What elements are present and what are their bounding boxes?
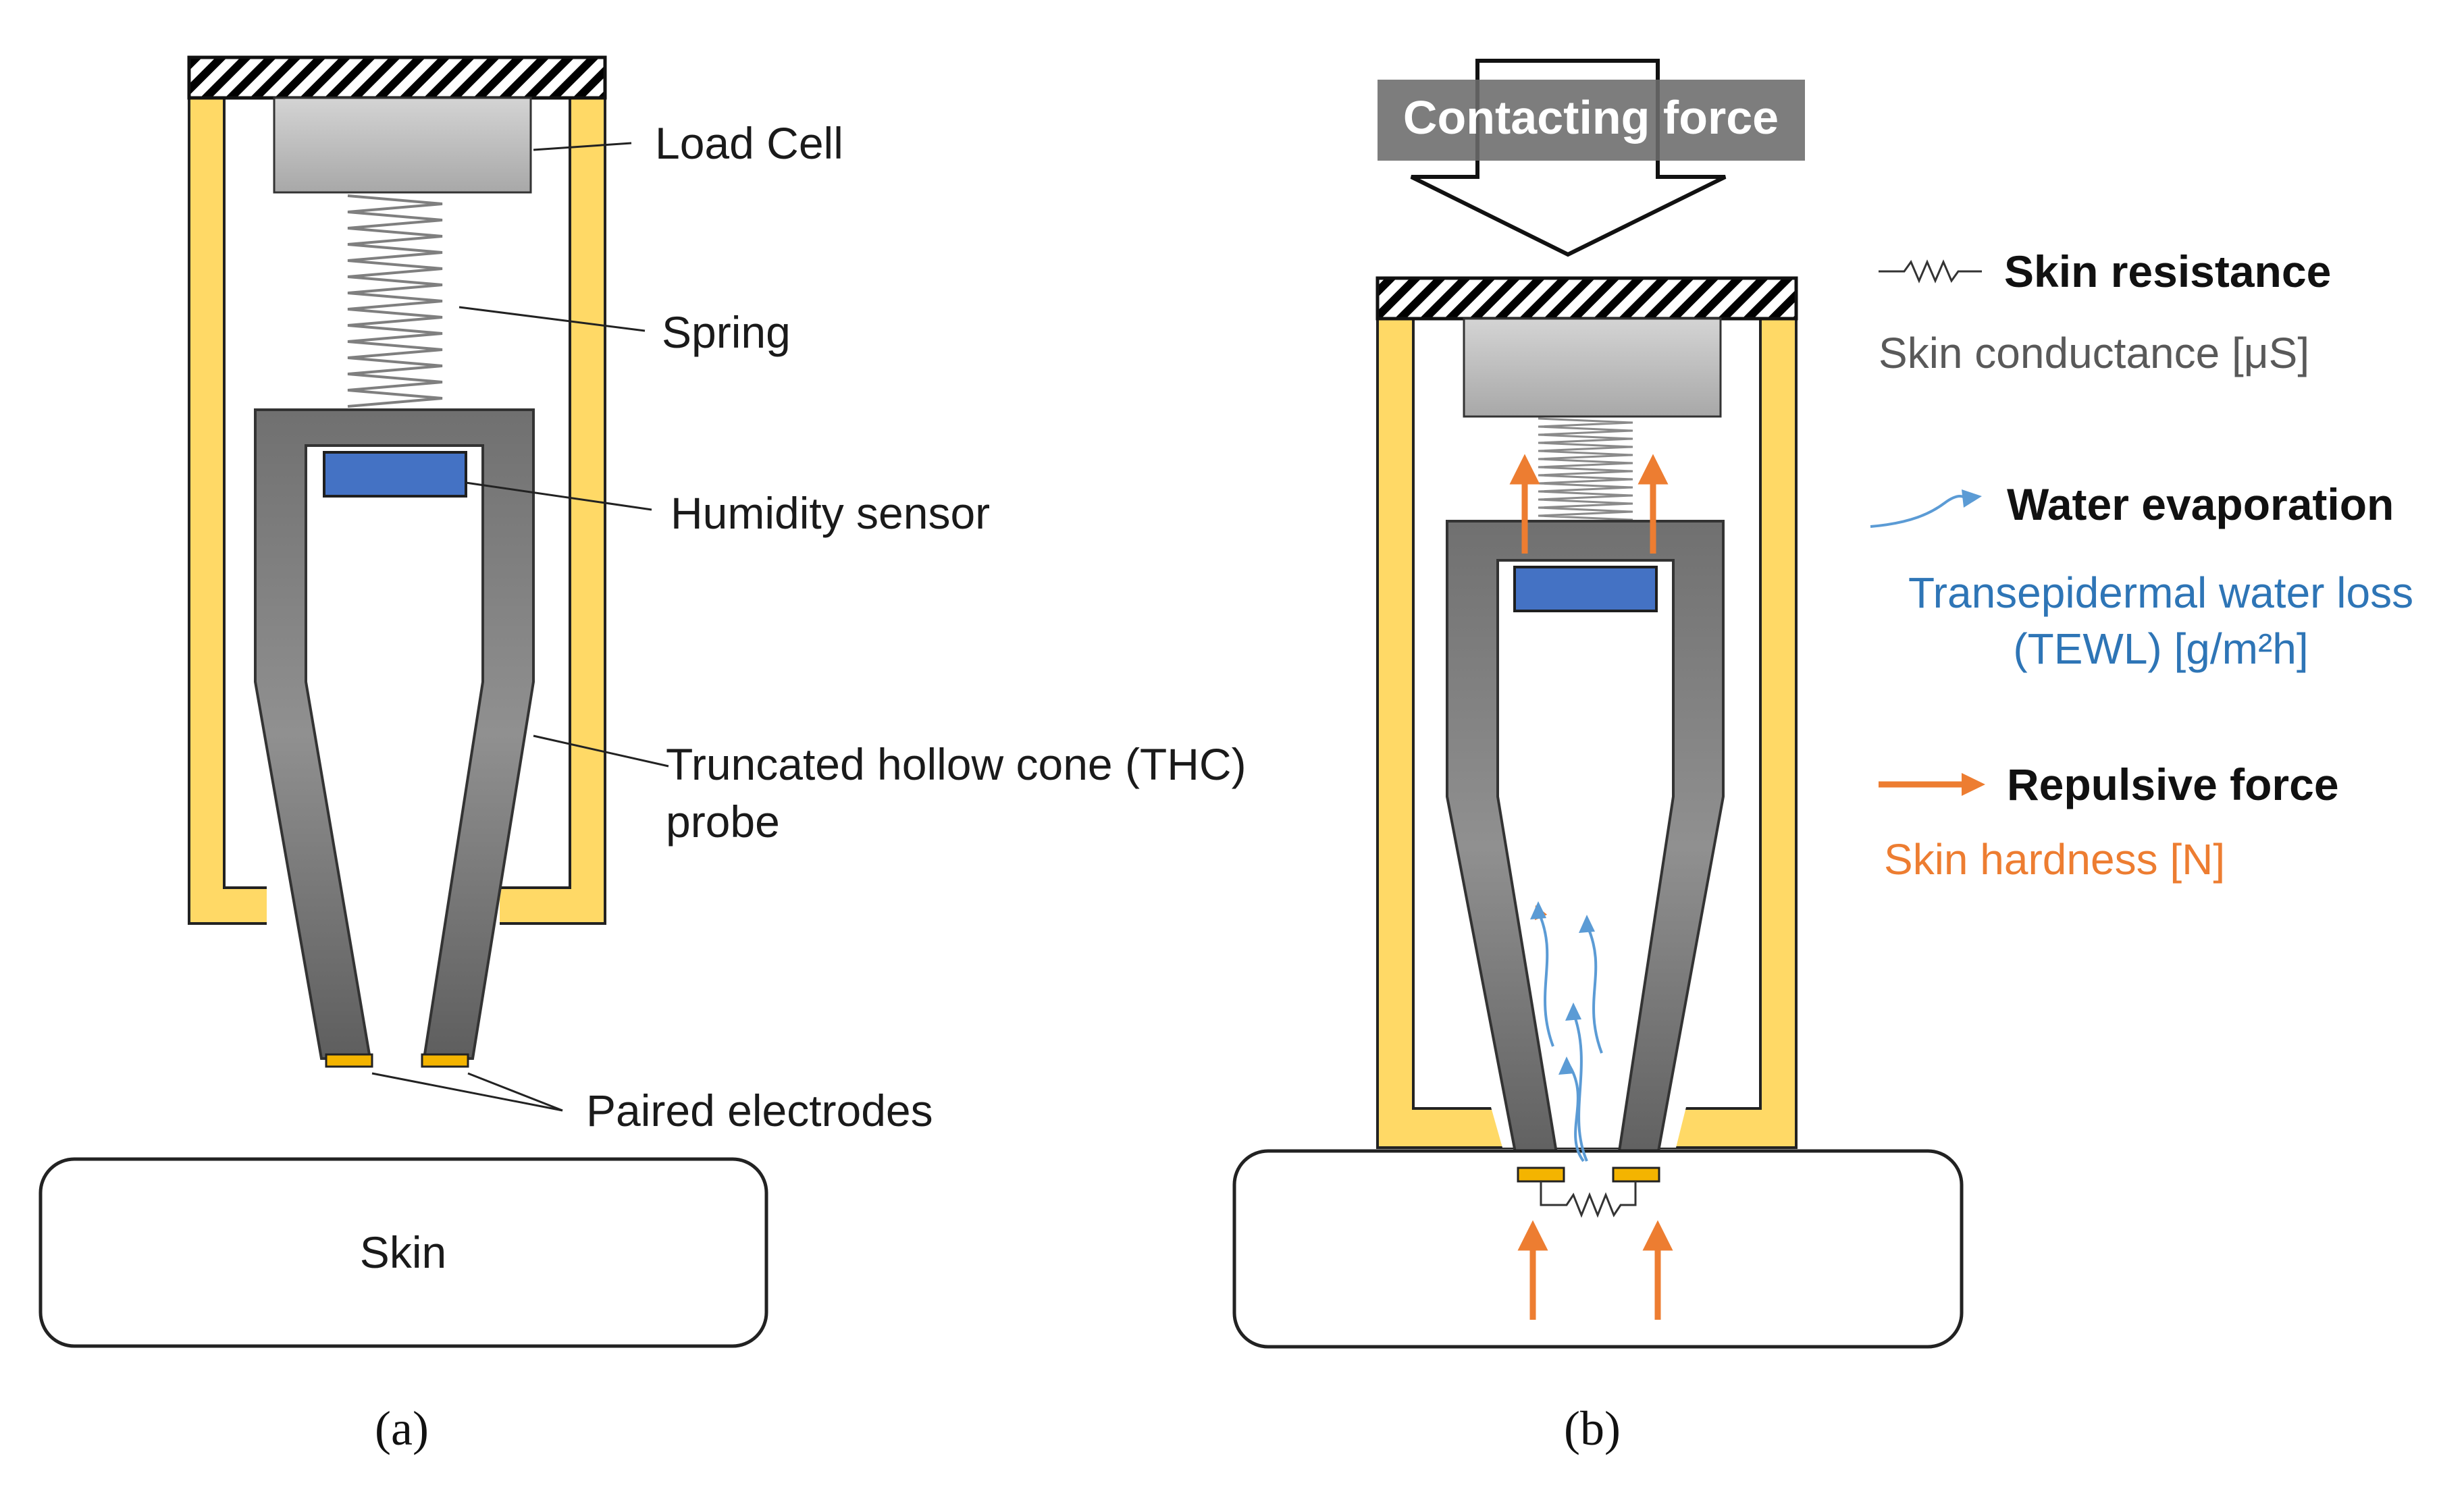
evap-arrow-1 xyxy=(1535,905,1554,1047)
legend-water-evaporation-subtitle-1: Transepidermal water loss xyxy=(1908,568,2413,617)
caption-b: (b) xyxy=(1564,1401,1621,1455)
humidity-sensor-a xyxy=(323,451,467,498)
electrode-left-a xyxy=(325,1053,373,1068)
wavy-arrow-icon xyxy=(1870,495,1966,528)
thc-label-line2: probe xyxy=(666,797,780,847)
load-cell-b xyxy=(1463,317,1722,418)
leader-lines-a xyxy=(371,142,669,1112)
evap-arrowheads xyxy=(1530,901,1595,1075)
repulsive-force-arrows xyxy=(1509,454,1673,1320)
legend-repulsive-force-subtitle: Skin hardness [N] xyxy=(1884,835,2225,884)
orange-arrow-head xyxy=(1962,773,1985,796)
caption-a: (a) xyxy=(375,1401,429,1455)
humidity-sensor-b xyxy=(1513,566,1658,612)
panel-b: Contacting force xyxy=(1232,59,1964,1455)
legend: Skin resistance Skin conductance [μS] Wa… xyxy=(1870,246,2413,884)
legend-skin-resistance: Skin resistance Skin conductance [μS] xyxy=(1879,246,2331,377)
spring-label: Spring xyxy=(662,307,791,357)
legend-repulsive-force: Repulsive force Skin hardness [N] xyxy=(1879,759,2339,884)
evap-arrow-4 xyxy=(1569,1065,1585,1162)
legend-repulsive-force-title: Repulsive force xyxy=(2007,759,2339,809)
water-evaporation-arrows xyxy=(1535,905,1603,1162)
paired-electrodes-label: Paired electrodes xyxy=(586,1086,933,1135)
skin-block-a xyxy=(38,1157,768,1348)
electrode-right-a xyxy=(421,1053,469,1068)
legend-skin-resistance-subtitle: Skin conductance [μS] xyxy=(1879,329,2309,377)
skin-block-b xyxy=(1232,1149,1964,1349)
legend-water-evaporation-subtitle-2: (TEWL) [g/m²h] xyxy=(2013,624,2308,673)
legend-water-evaporation: Water evaporation Transepidermal water l… xyxy=(1870,479,2413,673)
electrode-left-b xyxy=(1517,1167,1565,1183)
legend-water-evaporation-title: Water evaporation xyxy=(2007,479,2394,529)
panel-a: Skin Load Cell Spring Humidity sensor Tr… xyxy=(38,55,1247,1455)
contacting-force-banner xyxy=(1378,80,1805,161)
electrode-right-b xyxy=(1612,1167,1660,1183)
load-cell-a xyxy=(273,97,532,194)
thc-probe-a xyxy=(254,408,535,1060)
legend-skin-resistance-title: Skin resistance xyxy=(2004,246,2331,296)
wavy-arrow-head xyxy=(1962,489,1982,508)
spring-a xyxy=(347,194,443,408)
contacting-force-label: Contacting force xyxy=(1403,91,1779,144)
hatched-cap-a xyxy=(187,55,607,100)
skin-resistor-symbol xyxy=(1540,1181,1637,1218)
humidity-sensor-label: Humidity sensor xyxy=(671,488,990,538)
evap-arrow-3 xyxy=(1572,1012,1588,1162)
load-cell-label: Load Cell xyxy=(655,118,843,168)
resistor-icon xyxy=(1879,259,1982,284)
evap-arrow-2 xyxy=(1585,924,1603,1054)
hatched-cap-b xyxy=(1375,276,1798,321)
spring-b xyxy=(1538,417,1633,521)
thc-label-line1: Truncated hollow cone (THC) xyxy=(666,739,1247,789)
skin-label-a: Skin xyxy=(360,1227,446,1277)
